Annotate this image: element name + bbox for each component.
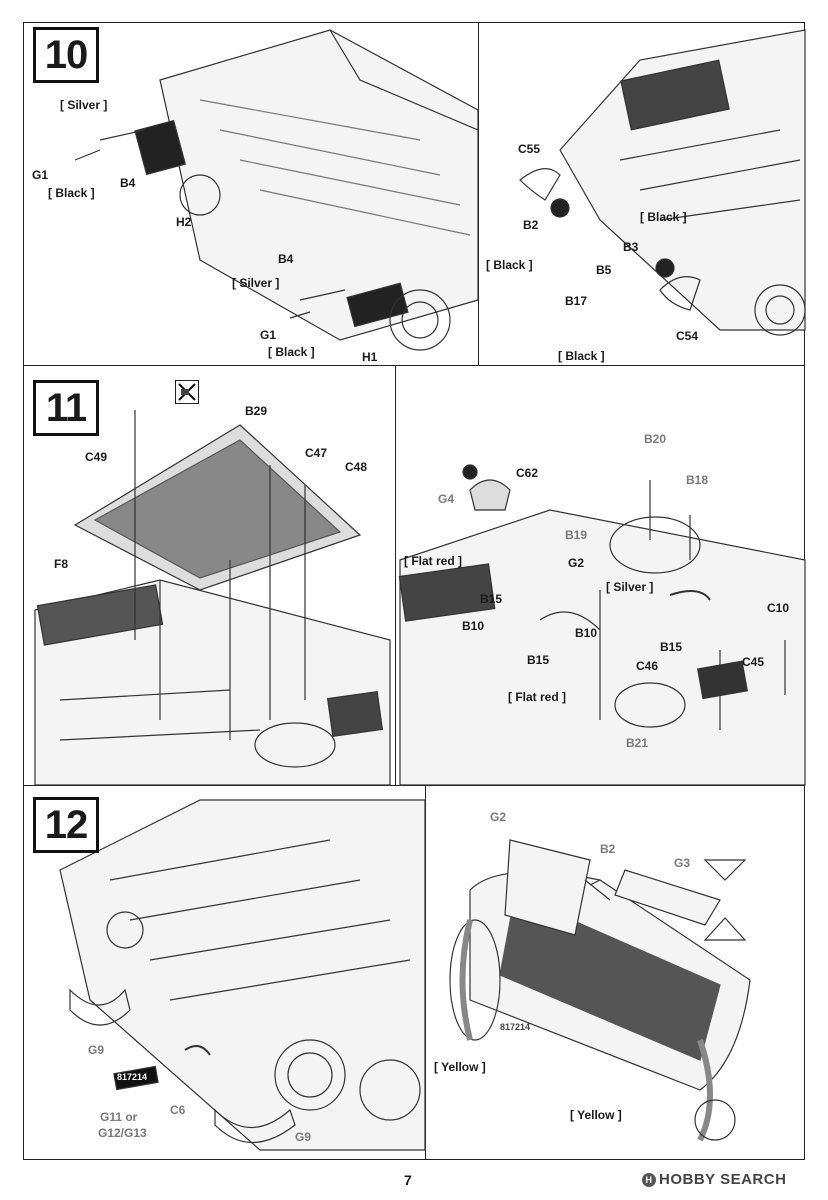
part-label: G4	[438, 492, 455, 506]
part-label: C55	[518, 142, 541, 156]
license-plate-label: 817214	[500, 1022, 531, 1032]
panel-divider	[395, 365, 396, 785]
part-label-black: [ Black ]	[268, 345, 315, 359]
part-label: B20	[644, 432, 667, 446]
part-label: H2	[176, 215, 192, 229]
part-label: B2	[523, 218, 539, 232]
part-label-black: [ Black ]	[48, 186, 95, 200]
part-label: B29	[245, 404, 268, 418]
part-label: C45	[742, 655, 765, 669]
part-label-black: [ Black ]	[640, 210, 687, 224]
part-label: F8	[54, 557, 69, 571]
part-label: C48	[345, 460, 368, 474]
part-label: B15	[527, 653, 550, 667]
part-label: G11 or	[100, 1110, 138, 1124]
part-label: H1	[362, 350, 378, 364]
part-label: C47	[305, 446, 328, 460]
part-label: G1	[32, 168, 49, 182]
part-label: B4	[120, 176, 136, 190]
part-label: B10	[462, 619, 485, 633]
watermark-text: HOBBY SEARCH	[659, 1171, 787, 1188]
license-plate-label: 817214	[117, 1072, 148, 1082]
part-label-black: [ Black ]	[558, 349, 605, 363]
part-label: C6	[170, 1103, 186, 1117]
part-label: B21	[626, 736, 649, 750]
part-label: C10	[767, 601, 790, 615]
part-label: B2	[600, 842, 616, 856]
part-label: C54	[676, 329, 699, 343]
part-label: G12/G13	[98, 1126, 147, 1140]
part-label-silver: [ Silver ]	[606, 580, 654, 594]
step-number: 10	[33, 27, 99, 83]
step-number: 12	[33, 797, 99, 853]
part-label: B15	[480, 592, 503, 606]
part-label: B17	[565, 294, 588, 308]
part-label: C46	[636, 659, 659, 673]
part-label: G2	[490, 810, 507, 824]
no-cement-icon	[175, 380, 199, 404]
part-label: G9	[295, 1130, 312, 1144]
part-label-silver: [ Silver ]	[60, 98, 108, 112]
part-label-yellow: [ Yellow ]	[570, 1108, 622, 1122]
part-label: B3	[623, 240, 639, 254]
part-label-silver: [ Silver ]	[232, 276, 280, 290]
part-label: G9	[88, 1043, 105, 1057]
part-label: B15	[660, 640, 683, 654]
hobby-search-logo-icon: H	[642, 1173, 656, 1187]
part-label: C49	[85, 450, 108, 464]
part-label: B4	[278, 252, 294, 266]
step-number: 11	[33, 380, 99, 436]
part-label: B10	[575, 626, 598, 640]
part-label-yellow: [ Yellow ]	[434, 1060, 486, 1074]
part-label-black: [ Black ]	[486, 258, 533, 272]
part-label: G2	[568, 556, 585, 570]
part-label: C62	[516, 466, 539, 480]
part-label-flat-red: [ Flat red ]	[404, 554, 463, 568]
part-label: B18	[686, 473, 709, 487]
part-label: B19	[565, 528, 588, 542]
part-label: G1	[260, 328, 277, 342]
page-number: 7	[404, 1172, 412, 1188]
step-divider	[23, 365, 805, 366]
part-label-flat-red: [ Flat red ]	[508, 690, 567, 704]
part-label: B5	[596, 263, 612, 277]
part-label: G3	[674, 856, 691, 870]
